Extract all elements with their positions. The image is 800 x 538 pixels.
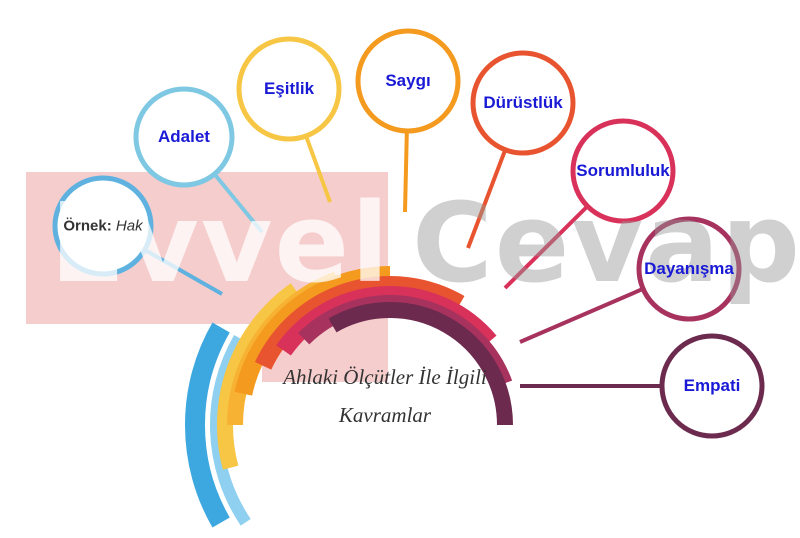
diagram-title-line1: Ahlaki Ölçütler İle İlgili: [283, 365, 487, 389]
watermark-left: Evvel: [50, 179, 391, 307]
concept-circle-esitlik: [236, 36, 342, 142]
concept-label-empati: Empati: [683, 376, 741, 395]
concept-circle-durustluk: [470, 50, 576, 156]
example-prefix: Örnek:: [63, 217, 112, 235]
concept-circle-adalet: [133, 86, 235, 188]
concept-label-saygi: Saygı: [385, 71, 431, 90]
watermark-right: Cevap: [412, 179, 800, 307]
example-circle: [52, 175, 154, 277]
arc-band-esitlik: [216, 283, 301, 470]
concept-label-dayanisma: Dayanışma: [644, 259, 734, 278]
concept-circle-saygi: [355, 28, 461, 134]
concept-label-durustluk: Dürüstlük: [483, 93, 563, 112]
arc-band-empati: [328, 302, 513, 426]
arc-band-durustluk: [254, 276, 465, 370]
concept-circle-empati: [659, 333, 765, 439]
arc-band-blue: [184, 322, 230, 528]
concept-circle-dayanisma: [636, 216, 742, 322]
concept-label-sorumluluk: Sorumluluk: [576, 161, 670, 180]
diagram-title: Ahlaki Ölçütler İle İlgili Kavramlar: [250, 358, 520, 434]
example-label: Örnek: Hak: [63, 218, 142, 235]
concept-label-adalet: Adalet: [158, 127, 210, 146]
arc-band-saygi: [234, 266, 391, 396]
concept-label-esitlik: Eşitlik: [263, 79, 315, 98]
arc-band-lightblue: [210, 335, 251, 526]
example-value: Hak: [115, 217, 143, 235]
diagram-title-line2: Kavramlar: [338, 403, 432, 427]
concept-circle-sorumluluk: [570, 118, 676, 224]
